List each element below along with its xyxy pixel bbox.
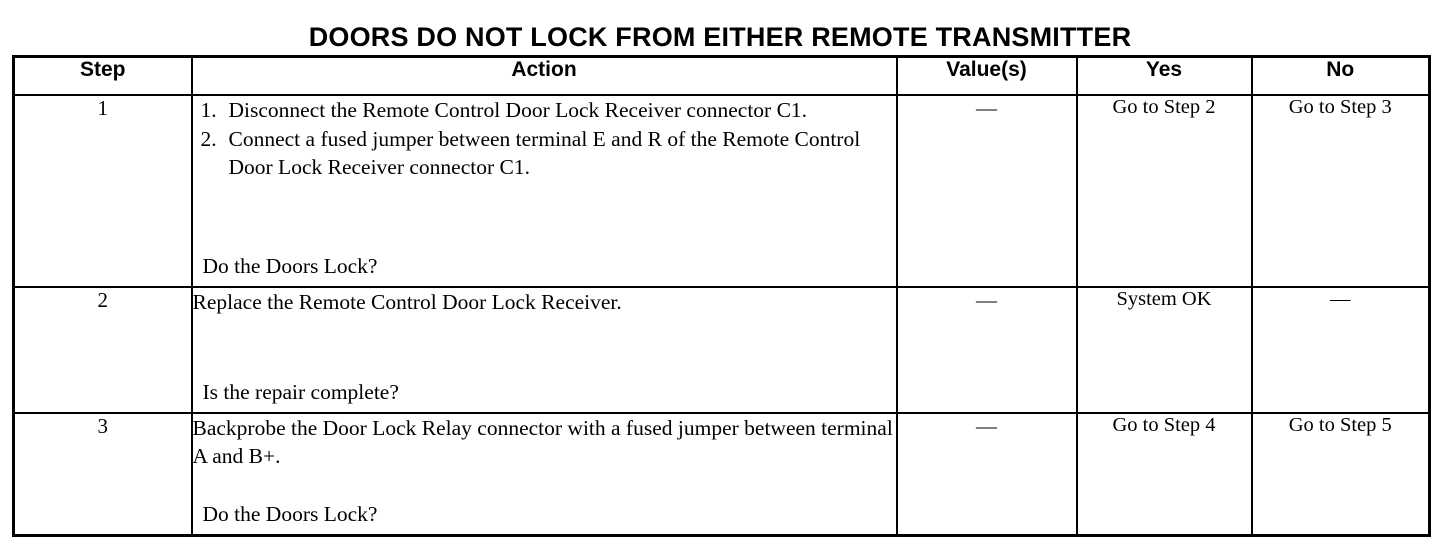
value-cell: — — [895, 286, 1078, 414]
action-cell: 1. Disconnect the Remote Control Door Lo… — [190, 94, 898, 288]
action-cell: Backprobe the Door Lock Relay connector … — [190, 412, 898, 537]
column-header-yes: Yes — [1075, 55, 1253, 96]
column-header-action: Action — [190, 55, 898, 96]
list-item-text: Connect a fused jumper between terminal … — [228, 127, 861, 179]
action-text: Replace the Remote Control Door Lock Rec… — [192, 290, 622, 314]
action-cell: Replace the Remote Control Door Lock Rec… — [190, 286, 898, 414]
action-content: Replace the Remote Control Door Lock Rec… — [193, 288, 896, 412]
no-cell: Go to Step 3 — [1250, 94, 1431, 288]
list-item: 2. Connect a fused jumper between termin… — [193, 125, 896, 181]
no-cell: — — [1250, 286, 1431, 414]
step-number: 3 — [12, 412, 193, 537]
table-row: 1 1. Disconnect the Remote Control Door … — [12, 94, 1431, 288]
action-question: Is the repair complete? — [202, 380, 399, 404]
value-cell: — — [895, 412, 1078, 537]
value-cell: — — [895, 94, 1078, 288]
list-item: 1. Disconnect the Remote Control Door Lo… — [193, 96, 896, 124]
table-row: 3 Backprobe the Door Lock Relay connecto… — [12, 412, 1431, 537]
list-item-number: 2. — [200, 127, 217, 151]
list-item-number: 1. — [200, 98, 217, 122]
table-header-row: Step Action Value(s) Yes No — [12, 55, 1431, 96]
page-title: DOORS DO NOT LOCK FROM EITHER REMOTE TRA… — [308, 22, 1132, 53]
yes-cell: Go to Step 4 — [1075, 412, 1253, 537]
action-content: 1. Disconnect the Remote Control Door Lo… — [193, 96, 896, 286]
step-number: 2 — [12, 286, 193, 414]
action-text: Backprobe the Door Lock Relay connector … — [192, 416, 893, 468]
action-content: Backprobe the Door Lock Relay connector … — [193, 414, 896, 534]
list-item-text: Disconnect the Remote Control Door Lock … — [228, 98, 808, 122]
column-header-value: Value(s) — [895, 55, 1078, 96]
action-question: Do the Doors Lock? — [202, 502, 378, 526]
action-step-list: 1. Disconnect the Remote Control Door Lo… — [193, 96, 896, 181]
no-cell: Go to Step 5 — [1250, 412, 1431, 537]
action-question: Do the Doors Lock? — [202, 254, 378, 278]
yes-cell: System OK — [1075, 286, 1253, 414]
column-header-step: Step — [12, 55, 193, 96]
diagnostic-table: Step Action Value(s) Yes No 1 1. Disconn… — [12, 55, 1431, 537]
step-number: 1 — [12, 94, 193, 288]
column-header-no: No — [1250, 55, 1431, 96]
yes-cell: Go to Step 2 — [1075, 94, 1253, 288]
table-row: 2 Replace the Remote Control Door Lock R… — [12, 286, 1431, 414]
